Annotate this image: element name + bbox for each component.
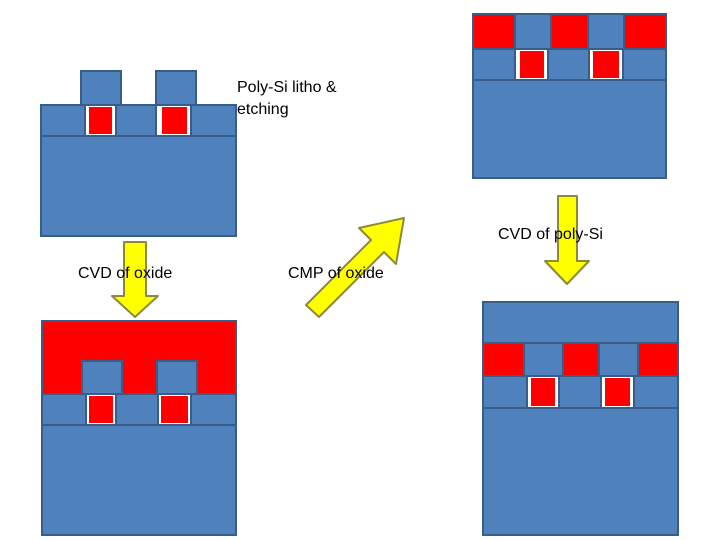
down-arrow-icon [544, 195, 590, 285]
step-poly-litho-etch [40, 70, 237, 237]
via-red [605, 378, 630, 406]
layer-cell [482, 375, 528, 409]
poly-pillar [81, 360, 123, 395]
step-cmp-oxide [472, 13, 667, 179]
oxide-fill [482, 342, 525, 377]
label-cvd-oxide: CVD of oxide [78, 265, 173, 282]
poly-pillar [156, 360, 198, 395]
substrate [482, 407, 679, 536]
oxide-fill [472, 13, 516, 50]
via-red [593, 51, 619, 78]
layer-cell [115, 104, 157, 137]
label-poly-si-litho: Poly-Si litho & [237, 79, 337, 96]
via-red [89, 107, 112, 134]
layer-cell [115, 393, 159, 426]
poly-pillar [155, 70, 197, 106]
layer-cell [622, 48, 667, 81]
poly-pillar [514, 13, 552, 50]
oxide-layer [41, 320, 237, 395]
diagonal-arrow-icon [305, 217, 405, 318]
layer-cell [190, 393, 237, 426]
via-red [162, 107, 187, 134]
substrate [41, 424, 237, 536]
step-cvd-oxide [41, 320, 237, 536]
oxide-fill [637, 342, 679, 377]
oxide-fill [623, 13, 667, 50]
label-cmp-oxide: CMP of oxide [288, 265, 384, 282]
via-red [531, 378, 555, 406]
poly-pillar [523, 342, 564, 377]
down-arrow-icon [111, 241, 159, 318]
oxide-fill [550, 13, 589, 50]
layer-cell [41, 393, 87, 426]
layer-cell [547, 48, 590, 81]
via-red [520, 51, 544, 78]
label-cvd-poly-si: CVD of poly-Si [498, 226, 603, 243]
substrate [472, 79, 667, 179]
layer-cell [40, 104, 86, 137]
via-red [161, 396, 188, 423]
poly-si-layer [482, 301, 679, 344]
oxide-fill [562, 342, 600, 377]
poly-pillar [80, 70, 122, 106]
substrate [40, 135, 237, 237]
layer-cell [472, 48, 516, 81]
poly-pillar [598, 342, 639, 377]
step-cvd-poly-si [482, 301, 679, 536]
poly-pillar [587, 13, 625, 50]
layer-cell [190, 104, 237, 137]
layer-cell [558, 375, 602, 409]
via-red [89, 396, 113, 423]
label-etching: etching [237, 101, 289, 118]
layer-cell [633, 375, 679, 409]
